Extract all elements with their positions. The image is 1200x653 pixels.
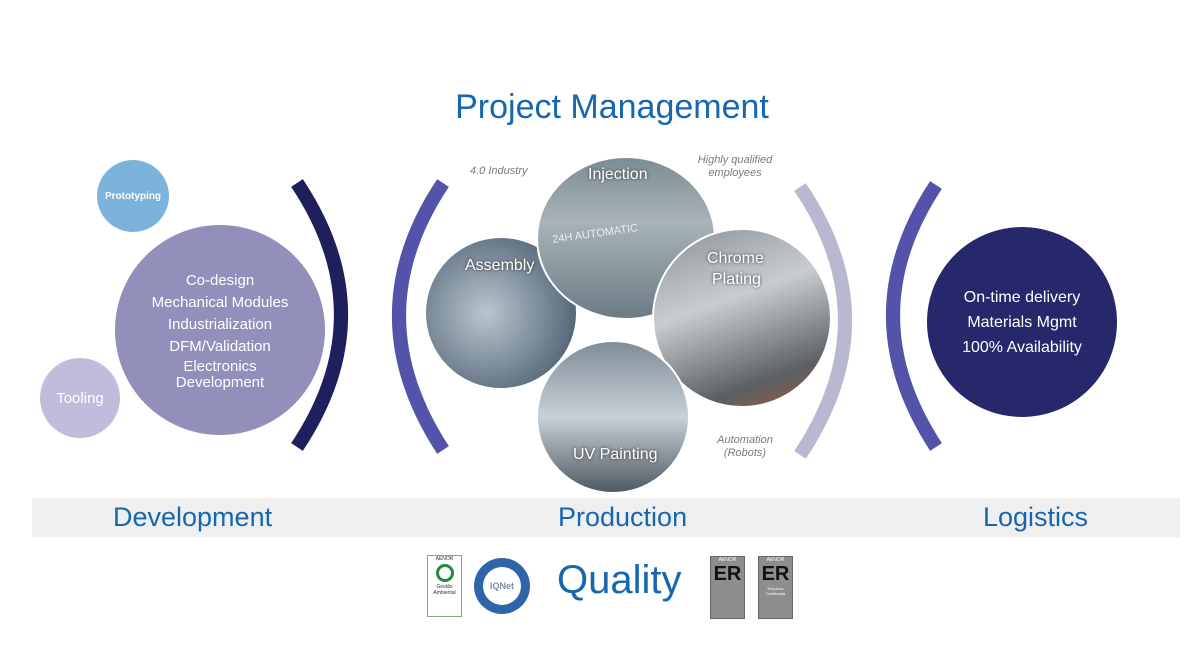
production-heading: Production: [558, 502, 688, 532]
iqnet-inner: IQNet: [483, 567, 521, 605]
injection-label: Injection: [588, 166, 648, 183]
dev-item: Co-design: [185, 272, 255, 289]
logistics-item: Materials Mgmt: [967, 313, 1077, 331]
section-band: [32, 498, 1180, 537]
production-right-arc: [794, 183, 852, 459]
logo-text: IQNet: [489, 581, 514, 591]
logo-text: AENOR: [766, 557, 785, 563]
employees-caption: Highly qualified employees: [690, 154, 780, 180]
dev-item: DFM/Validation: [169, 338, 271, 355]
logistics-item: On-time delivery: [963, 288, 1081, 306]
assembly-label: Assembly: [465, 257, 535, 274]
aenor-environment-logo: AENOR Gestão Ambiental: [427, 555, 462, 617]
production-left-arc: [392, 179, 449, 454]
logistics-circle: On-time delivery Materials Mgmt 100% Ava…: [927, 227, 1117, 417]
quality-heading: Quality: [557, 558, 682, 602]
caption-line: (Robots): [723, 447, 767, 459]
aenor-er-logo: AENOR ER: [710, 556, 745, 619]
prototyping-circle: Prototyping: [97, 160, 169, 232]
uv-painting-photo: [536, 340, 690, 494]
logo-text: Gestão Ambiental: [433, 584, 456, 596]
dev-item: Industrialization: [167, 316, 273, 333]
leaf-icon: [435, 564, 454, 582]
chrome-label-2: Plating: [712, 271, 761, 288]
industry-caption: 4.0 Industry: [470, 165, 528, 177]
dev-item: Development: [175, 374, 265, 391]
logistics-heading: Logistics: [983, 502, 1089, 532]
prototyping-label: Prototyping: [104, 190, 162, 202]
caption-line: Automation: [717, 434, 773, 446]
dev-item: Electronics: [183, 358, 257, 375]
development-heading: Development: [113, 502, 273, 532]
uv-painting-label: UV Painting: [573, 446, 658, 463]
development-circle: Co-design Mechanical Modules Industriali…: [115, 225, 325, 435]
logo-text: ER: [713, 563, 742, 585]
caption-line: Highly qualified: [697, 154, 773, 166]
automation-caption: Automation (Robots): [705, 434, 785, 460]
chrome-label-1: Chrome: [707, 250, 764, 267]
tooling-circle: Tooling: [40, 358, 120, 438]
logistics-item: 100% Availability: [962, 338, 1082, 356]
chrome-plating-photo: [652, 228, 832, 408]
aenor-er-certified-logo: AENOR ER Empresa Certificada: [758, 556, 793, 619]
caption-line: employees: [708, 167, 762, 179]
iqnet-logo: IQNet: [474, 558, 530, 614]
tooling-label: Tooling: [56, 389, 104, 407]
page-title: Project Management: [455, 88, 769, 126]
logo-text: AENOR: [435, 556, 454, 562]
logo-text: Empresa Certificada: [765, 586, 786, 596]
logistics-arc: [886, 181, 942, 451]
logo-text: AENOR: [718, 557, 737, 563]
development-arc: [291, 179, 348, 451]
logo-text: ER: [761, 563, 790, 585]
dev-item: Mechanical Modules: [151, 294, 289, 311]
